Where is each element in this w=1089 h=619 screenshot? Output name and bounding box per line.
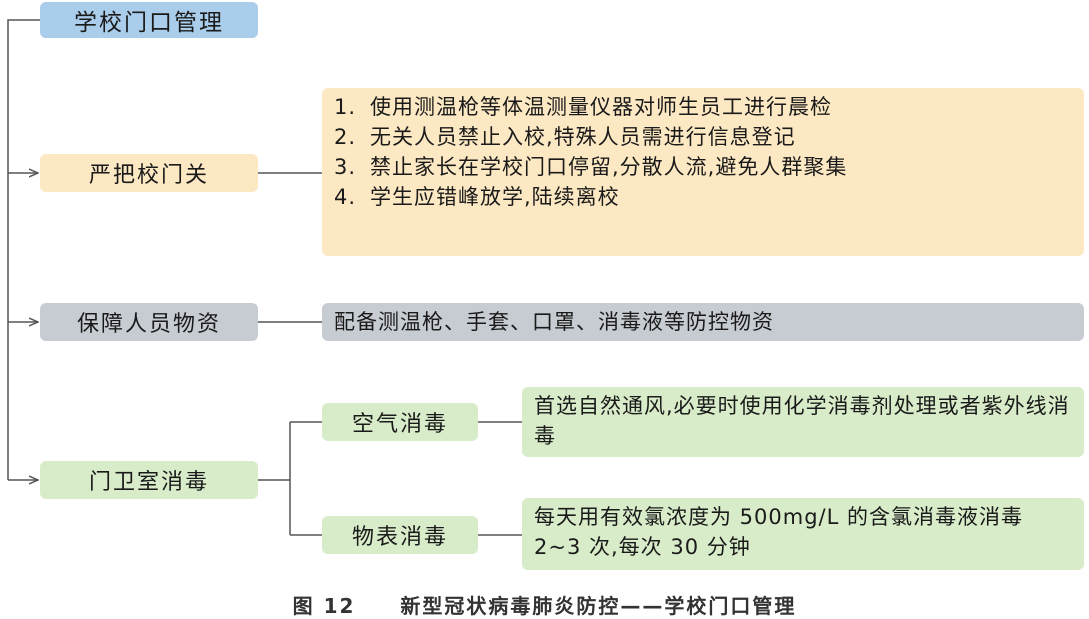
- gate-rules-list: 1. 使用测温枪等体温测量仪器对师生员工进行晨检 2. 无关人员禁止入校,特殊人…: [334, 92, 1072, 212]
- list-item: 2. 无关人员禁止入校,特殊人员需进行信息登记: [334, 122, 1072, 152]
- list-item-text: 学生应错峰放学,陆续离校: [370, 185, 620, 209]
- detail-supplies-text: 配备测温枪、手套、口罩、消毒液等防控物资: [334, 310, 774, 334]
- branch-label-supplies: 保障人员物资: [76, 312, 221, 337]
- detail-gate-rules: 1. 使用测温枪等体温测量仪器对师生员工进行晨检 2. 无关人员禁止入校,特殊人…: [322, 88, 1084, 256]
- branch-label-gate: 严把校门关: [88, 163, 209, 188]
- detail-air-text: 首选自然通风,必要时使用化学消毒剂处理或者紫外线消毒: [534, 394, 1070, 448]
- detail-surface-text: 每天用有效氯浓度为 500mg/L 的含氯消毒液消毒 2~3 次,每次 30 分…: [534, 505, 1023, 559]
- list-item-text: 无关人员禁止入校,特殊人员需进行信息登记: [370, 125, 796, 149]
- root-node: 学校门口管理: [40, 2, 258, 38]
- list-item-number: 4.: [334, 185, 357, 209]
- detail-surface: 每天用有效氯浓度为 500mg/L 的含氯消毒液消毒 2~3 次,每次 30 分…: [522, 498, 1084, 570]
- fork-branch-3: [258, 421, 322, 536]
- sub-node-surface: 物表消毒: [322, 516, 478, 554]
- list-item: 4. 学生应错峰放学,陆续离校: [334, 182, 1072, 212]
- caption-title: 新型冠状病毒肺炎防控——学校门口管理: [400, 594, 797, 618]
- branch-node-gate: 严把校门关: [40, 154, 258, 192]
- sub-label-surface: 物表消毒: [351, 525, 448, 550]
- branch-node-guardroom: 门卫室消毒: [40, 461, 258, 499]
- root-label: 学校门口管理: [74, 10, 224, 36]
- sub-label-air: 空气消毒: [351, 412, 448, 437]
- list-item-number: 2.: [334, 125, 357, 149]
- list-item-text: 禁止家长在学校门口停留,分散人流,避免人群聚集: [370, 155, 848, 179]
- caption-number: 图 12: [292, 594, 356, 618]
- branch-node-supplies: 保障人员物资: [40, 303, 258, 341]
- branch-label-guardroom: 门卫室消毒: [88, 470, 209, 495]
- list-item-number: 3.: [334, 155, 357, 179]
- list-item: 3. 禁止家长在学校门口停留,分散人流,避免人群聚集: [334, 152, 1072, 182]
- detail-air: 首选自然通风,必要时使用化学消毒剂处理或者紫外线消毒: [522, 387, 1084, 457]
- trunk-line: [7, 19, 40, 480]
- list-item-number: 1.: [334, 95, 357, 119]
- list-item: 1. 使用测温枪等体温测量仪器对师生员工进行晨检: [334, 92, 1072, 122]
- sub-node-air: 空气消毒: [322, 403, 478, 441]
- list-item-text: 使用测温枪等体温测量仪器对师生员工进行晨检: [370, 95, 832, 119]
- figure-caption: 图 12 新型冠状病毒肺炎防控——学校门口管理: [0, 590, 1089, 619]
- detail-supplies: 配备测温枪、手套、口罩、消毒液等防控物资: [322, 303, 1084, 341]
